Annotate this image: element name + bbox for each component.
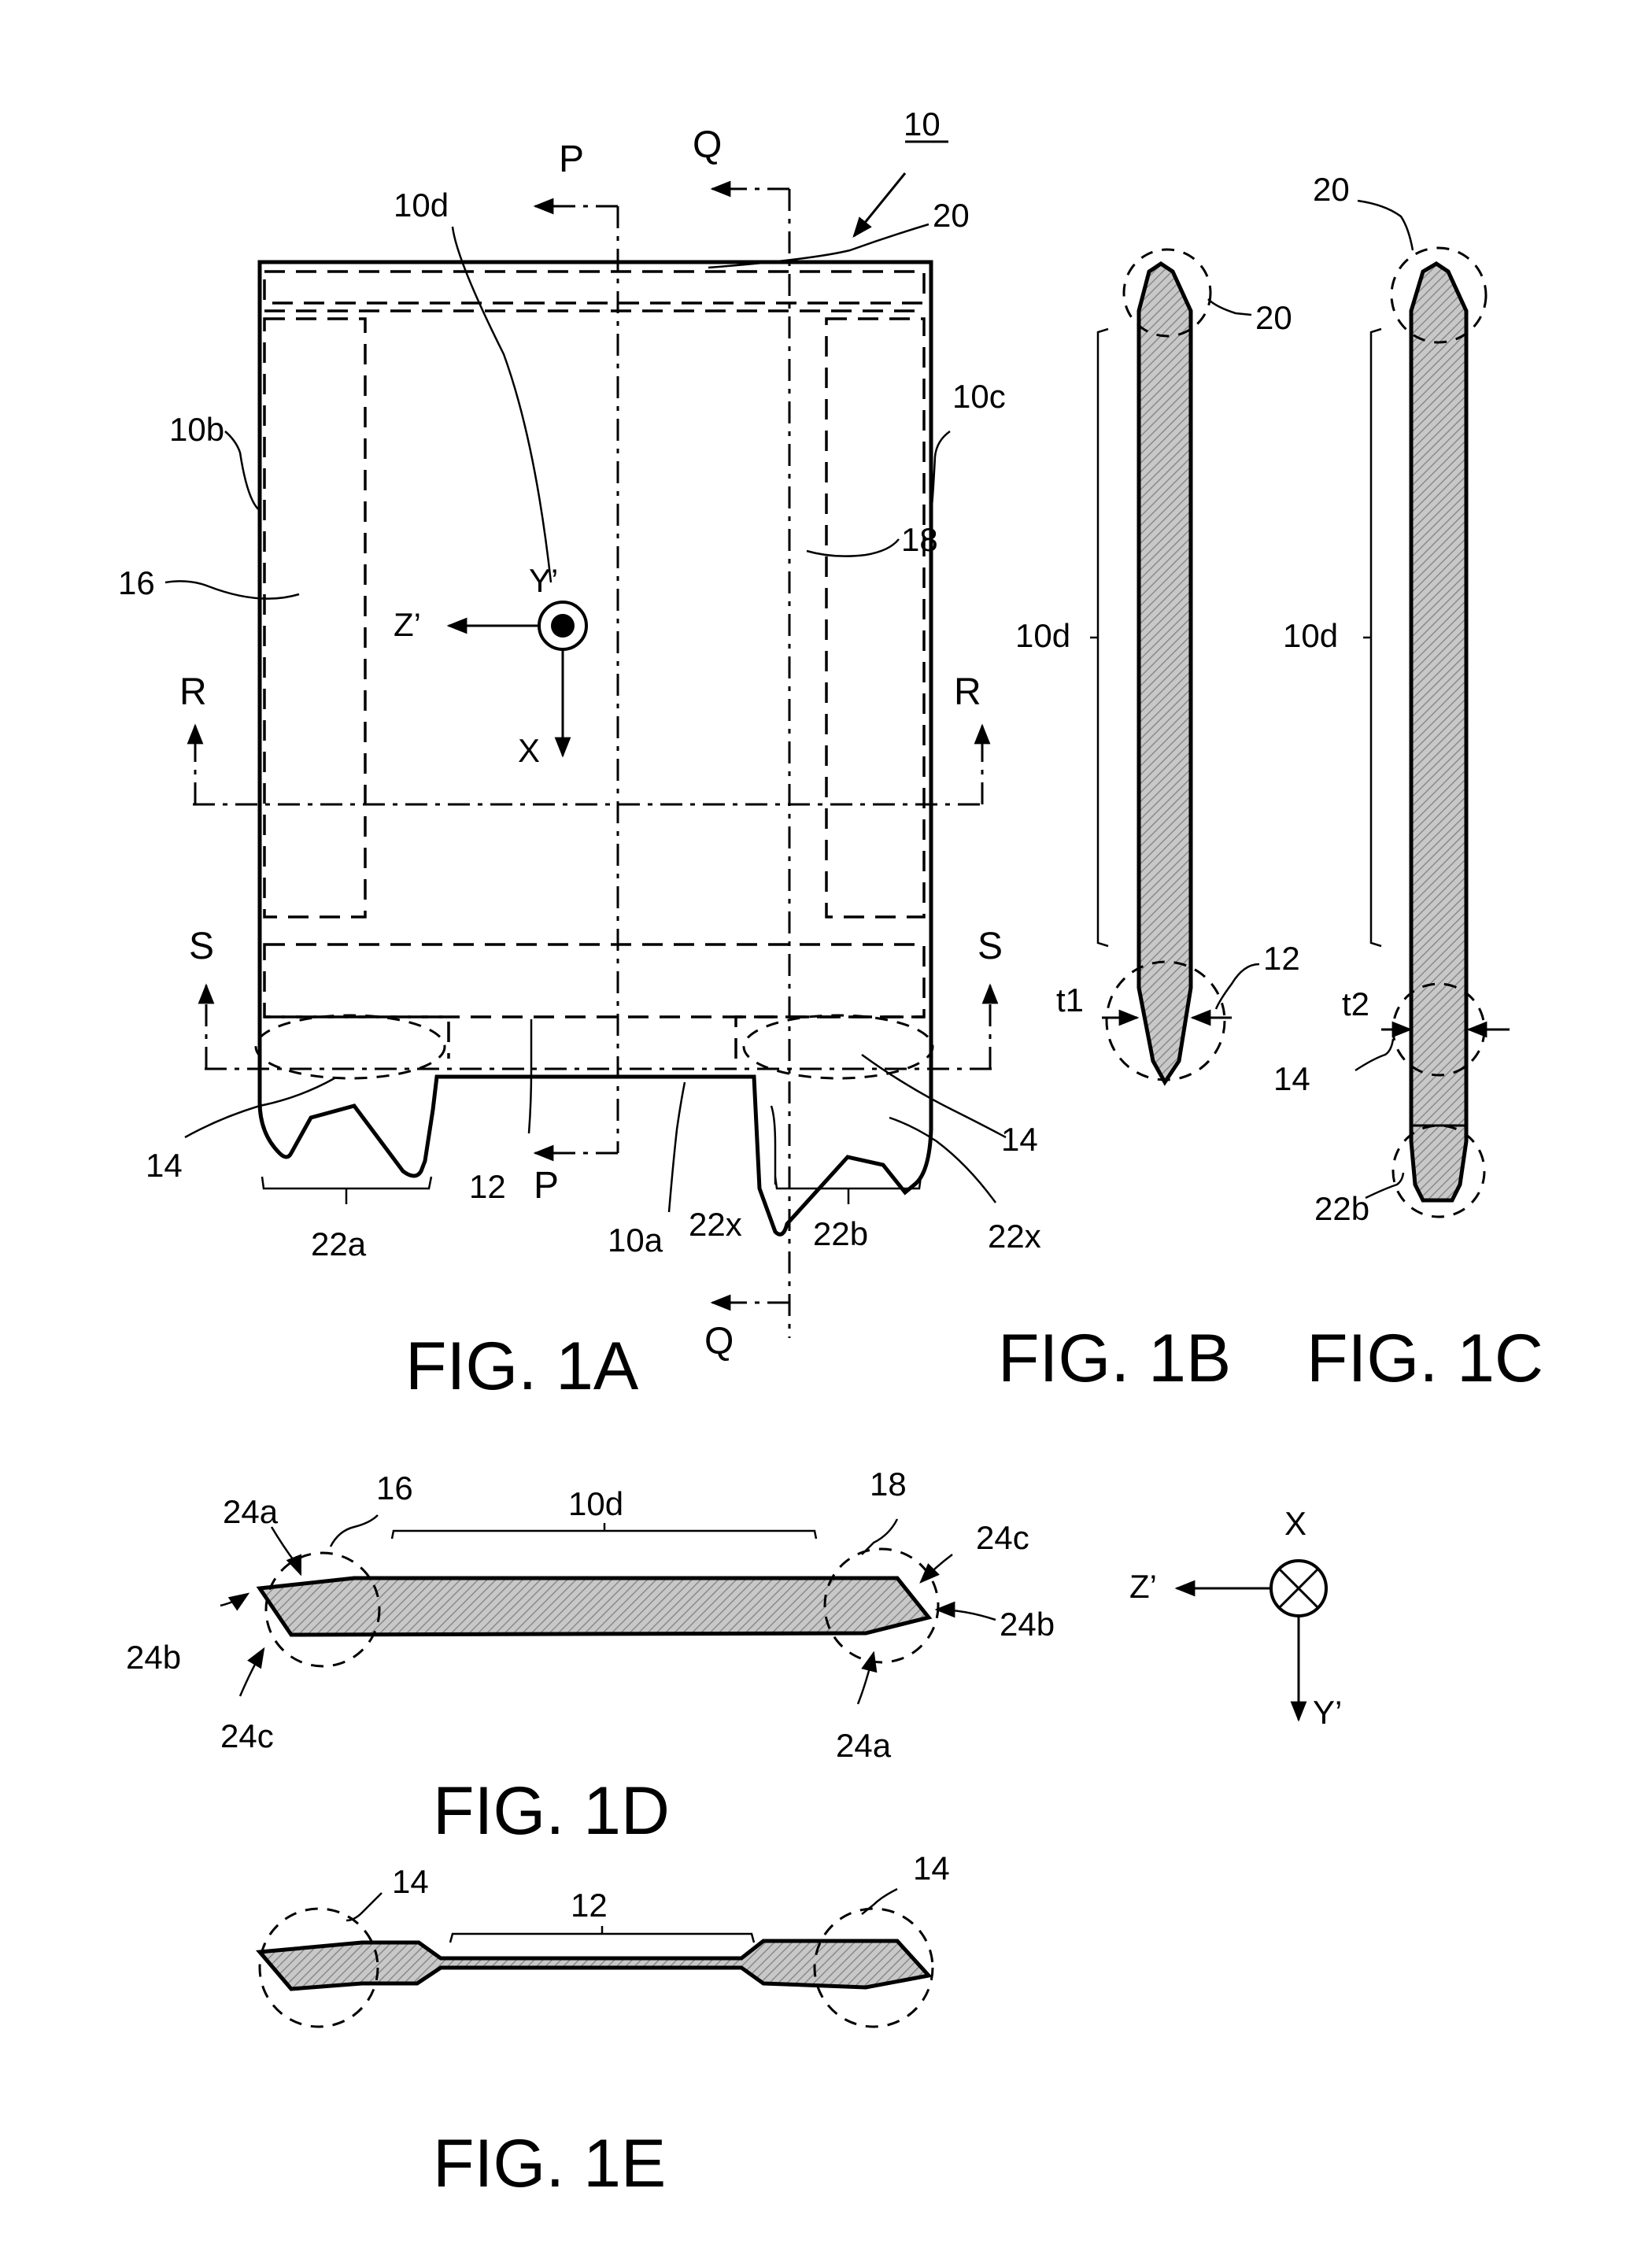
ref-14-left-e: 14: [392, 1863, 429, 1900]
ref-12: 12: [469, 1168, 506, 1205]
ref-10a: 10a: [608, 1222, 663, 1259]
ref-10d-c: 10d: [1283, 617, 1338, 654]
ref-22x-left: 22x: [689, 1206, 742, 1243]
ref-10: 10: [904, 105, 941, 142]
ref-t1: t1: [1056, 981, 1084, 1018]
ref-14-left: 14: [146, 1147, 183, 1184]
fig-1c-section: [1411, 264, 1466, 1200]
axis-y-prime: Y’: [529, 562, 558, 599]
axis-z-prime: Z’: [394, 606, 421, 643]
caption-fig-1d: FIG. 1D: [433, 1773, 670, 1849]
y-prime-axis-dot: [551, 614, 575, 638]
ref-24c-right: 24c: [976, 1519, 1029, 1556]
ref-22b: 22b: [813, 1215, 868, 1252]
ref-14-right: 14: [1001, 1121, 1038, 1158]
section-s-left: S: [189, 926, 214, 967]
ref-24c-left: 24c: [220, 1717, 274, 1754]
fig-1b-section: [1139, 264, 1191, 1082]
ref-12-b: 12: [1263, 940, 1300, 977]
section-r-left: R: [179, 671, 207, 713]
ref-14-right-e: 14: [913, 1850, 950, 1887]
ref-18-d: 18: [870, 1466, 907, 1503]
axis-x-d: X: [1284, 1505, 1306, 1542]
section-s-right: S: [978, 926, 1003, 967]
ref-20-b: 20: [1255, 299, 1292, 336]
section-q-top: Q: [693, 124, 722, 166]
ref-20: 20: [933, 197, 970, 234]
ref-10c: 10c: [952, 378, 1006, 415]
fig-1d: 24a 16 10d 18 24c 24b 24b 24c 24a FIG. 1…: [126, 1466, 1342, 1849]
section-r-right: R: [954, 671, 981, 713]
ref-24b-left: 24b: [126, 1639, 181, 1676]
ref-22b-c: 22b: [1314, 1190, 1369, 1227]
caption-fig-1e: FIG. 1E: [433, 2126, 666, 2201]
ref-10-arrow: [854, 173, 905, 236]
section-p-bottom: P: [534, 1165, 559, 1207]
ref-24b-right: 24b: [1000, 1606, 1055, 1643]
ref-12-e: 12: [571, 1887, 608, 1924]
ref-16-d: 16: [376, 1469, 413, 1506]
fig-1b: 20 10d 12 t1 FIG. 1B: [998, 250, 1300, 1396]
ref-24a-left: 24a: [223, 1493, 279, 1530]
ref-18: 18: [901, 521, 938, 558]
ref-14-c: 14: [1273, 1060, 1310, 1097]
caption-fig-1a: FIG. 1A: [405, 1329, 639, 1404]
section-q-bottom: Q: [704, 1321, 734, 1362]
fig-1a: 10 P Q 10d 20 10b 10c 18 16 Y’ Z’ X R R …: [118, 105, 1041, 1404]
fig-1e-section: [260, 1941, 929, 1989]
axis-z-prime-d: Z’: [1129, 1568, 1157, 1605]
ref-22a: 22a: [311, 1225, 367, 1262]
ref-10d-d: 10d: [568, 1485, 623, 1522]
fig-1e: 14 12 14 FIG. 1E: [260, 1850, 950, 2201]
axis-x: X: [518, 732, 540, 769]
ref-20-c: 20: [1313, 171, 1350, 208]
ref-16: 16: [118, 564, 155, 601]
ref-10d-b: 10d: [1015, 617, 1070, 654]
caption-fig-1b: FIG. 1B: [998, 1321, 1231, 1396]
plate-outline: [260, 262, 931, 1234]
ref-22x-right: 22x: [988, 1218, 1041, 1255]
fig-1c: 20 10d t2 14 22b FIG. 1C: [1273, 171, 1543, 1396]
ref-10d: 10d: [394, 187, 449, 224]
ref-24a-right: 24a: [836, 1727, 892, 1764]
axis-y-prime-d: Y’: [1313, 1694, 1342, 1731]
caption-fig-1c: FIG. 1C: [1306, 1321, 1543, 1396]
section-p-top: P: [559, 139, 584, 180]
ref-t2: t2: [1342, 985, 1369, 1022]
ref-10b: 10b: [169, 411, 224, 448]
